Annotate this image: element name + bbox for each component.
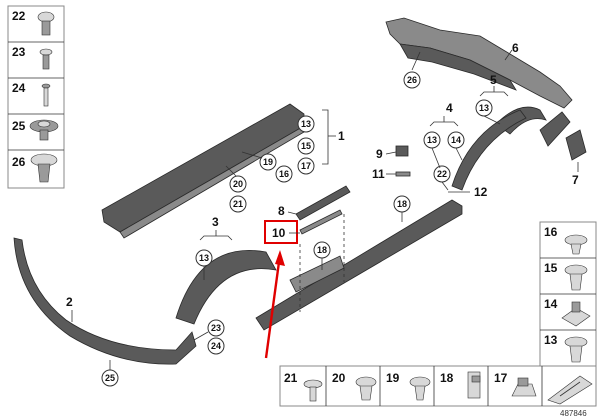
callout-23-part-2: 23 [211,323,221,333]
legend-item-23-label: 23 [12,45,26,59]
callout-13-part-1: 13 [301,119,311,129]
foam-strip-icon [547,375,593,405]
part-label-1: 1 [338,129,345,143]
rivet-clip-19-icon [409,376,431,401]
fir-tree-clip-15-icon [564,264,588,291]
part-6-rear-trim [385,17,573,109]
mounting-clip-17-icon [511,377,537,397]
left-legend: 22 23 24 25 26 [7,5,65,189]
part-7-bracket [565,129,587,161]
callout-24-part-2: 24 [211,341,221,351]
diagram-reference-number: 487846 [560,409,587,418]
callouts: 13 15 17 19 16 20 21 13 23 24 25 18 18 2… [101,71,493,387]
callout-16-part-1: 16 [279,169,289,179]
spreader-clip-20-icon [355,376,377,401]
edge-clip-18-icon [467,371,481,399]
legend-item-13-label: 13 [544,333,558,347]
legend-item-24-label: 24 [12,81,26,95]
red-pointer-arrow-icon [264,250,285,359]
part-1-side-skirt [101,103,305,239]
legend-item-14-label: 14 [544,297,558,311]
legend-item-18-label: 18 [440,371,454,385]
nut-fastener-25-icon [29,119,59,141]
push-clip-21-icon [303,379,323,402]
callout-17-part-1: 17 [301,161,311,171]
callout-13-part-5: 13 [479,103,489,113]
legend-item-17-label: 17 [494,371,508,385]
callout-25-part-2: 25 [105,373,115,383]
legend-item-21-label: 21 [284,371,298,385]
callout-18-rocker: 18 [397,199,407,209]
right-legend: 16 15 14 13 [539,221,597,367]
callout-13-part-3: 13 [199,253,209,263]
bottom-legend: 21 20 19 18 17 [279,365,597,407]
part-3-front-wheel-arch [175,250,277,325]
expansion-clip-26-icon [30,153,58,183]
part-label-3: 3 [212,215,219,229]
callout-21-part-1: 21 [233,199,243,209]
part-2-front-lip [13,237,197,365]
legend-item-26-label: 26 [12,155,26,169]
push-clip-16-icon [564,234,588,255]
legend-item-16-label: 16 [544,225,558,239]
part-label-9: 9 [376,147,383,161]
part-label-7: 7 [572,173,579,187]
part-label-6: 6 [512,41,519,55]
callout-15-part-1: 15 [301,141,311,151]
bracket-clip-14-icon [561,301,591,327]
part-4-wheel-arch [451,109,527,191]
part-8-strip [295,185,351,221]
part-label-4: 4 [446,101,453,115]
callout-18-center: 18 [317,245,327,255]
part-label-5: 5 [490,73,497,87]
part-10-clip [299,209,343,235]
legend-item-15-label: 15 [544,261,558,275]
part-9-clip [395,145,409,157]
callout-26-part-6: 26 [407,75,417,85]
highlight-box-part-10 [264,220,298,244]
screw-fastener-24-icon [41,83,51,107]
callout-14-part-4: 14 [451,135,461,145]
legend-item-25-label: 25 [12,119,26,133]
callout-22-part-12: 22 [437,169,447,179]
clip-fastener-22-icon [37,11,55,36]
callout-13-part-4: 13 [427,135,437,145]
legend-item-20-label: 20 [332,371,346,385]
callout-leader-lines [109,115,501,370]
part-label-8: 8 [278,204,285,218]
callout-19-part-1: 19 [263,157,273,167]
rivet-fastener-23-icon [39,48,53,70]
legend-item-19-label: 19 [386,371,400,385]
part-11-clip [395,171,411,177]
part-label-2: 2 [66,295,73,309]
part-label-11: 11 [372,167,385,181]
bottom-legend-frame [279,365,597,407]
expansion-clip-13-icon [564,336,588,363]
part-label-12: 12 [474,185,488,199]
part-18-rocker-strip [255,199,463,331]
part-label-10: 10 [272,226,286,240]
callout-20-part-1: 20 [233,179,243,189]
legend-item-22-label: 22 [12,9,26,23]
